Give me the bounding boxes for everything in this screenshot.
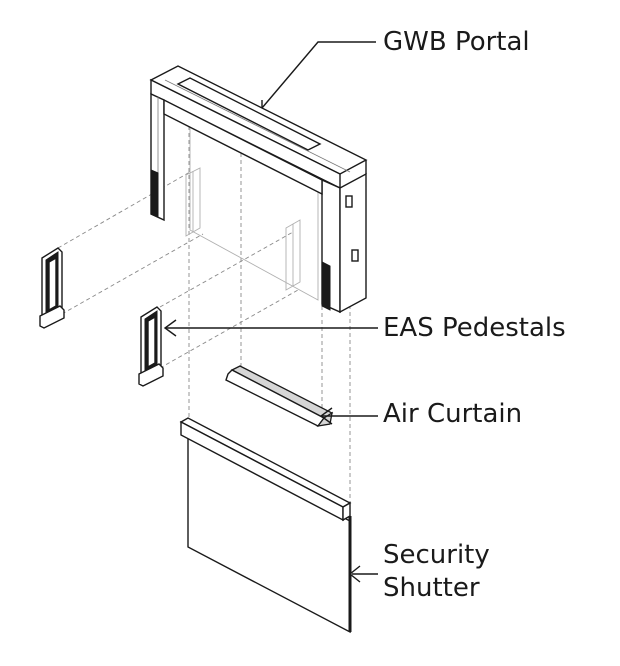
eas-pedestal-right [138,306,164,387]
security-shutter-label-line2: Shutter [383,572,480,603]
ghost-pedestals [185,167,301,291]
gwb-portal-label: GWB Portal [383,27,530,57]
security-shutter [179,417,352,634]
leader-lines [163,41,378,583]
eas-pedestals-label: EAS Pedestals [383,313,566,343]
air-curtain-label: Air Curtain [383,399,523,429]
gwb-portal [149,65,368,314]
air-curtain [225,365,334,427]
security-shutter-label-line1: Security [383,540,490,570]
eas-pedestal-left [39,247,65,329]
security-shutter-label: Security Shutter [383,539,490,604]
